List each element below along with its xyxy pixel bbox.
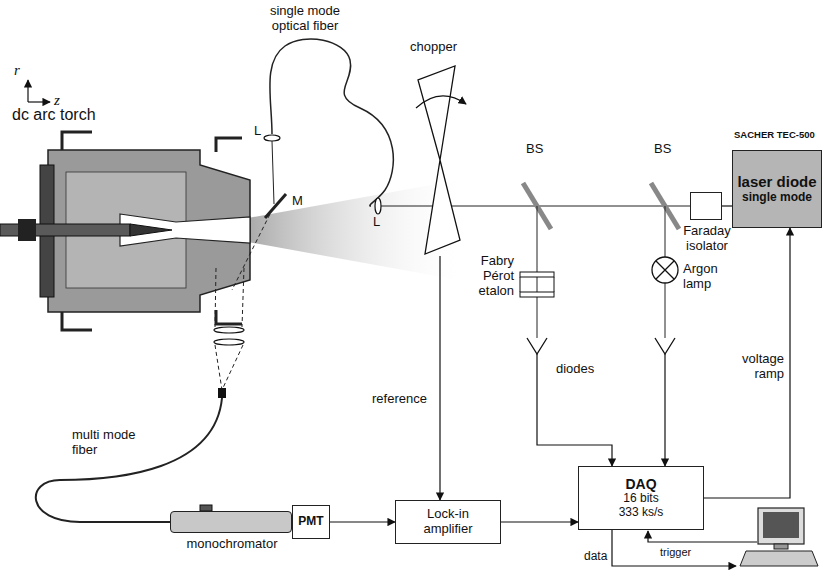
gas-inlet (62, 312, 92, 330)
label-text: data (584, 550, 607, 564)
node-text: Faraday isolator (677, 224, 737, 254)
edge-label: voltage ramp (732, 352, 784, 382)
water-fitting (216, 310, 242, 324)
axis-arrow (28, 101, 50, 102)
collection-ray (215, 268, 244, 327)
single-mode-fiber (270, 39, 394, 206)
laser-beam (665, 283, 666, 338)
node-caption: monochromator (172, 537, 292, 552)
collection-ray (215, 345, 243, 390)
reference-wire (439, 256, 440, 500)
label-text: multi mode fiber (72, 428, 152, 458)
signal-wire (537, 354, 612, 466)
computer-screen (763, 512, 799, 538)
isolator-box: Faraday isolator (690, 192, 722, 220)
computer-monitor (758, 508, 804, 544)
connector (330, 521, 395, 522)
node-text: Lock-in amplifier (410, 507, 486, 537)
label-text: diodes (556, 362, 594, 377)
label-text: Fabry Pérot etalon (458, 254, 514, 299)
photodiode (527, 338, 547, 354)
cathode-tip (130, 224, 172, 236)
label-text: L (373, 215, 380, 230)
etalon-plate (520, 292, 554, 297)
node-text: PMT (298, 515, 323, 529)
etalon-plate (520, 272, 554, 277)
label-text: dc arc torch (12, 106, 96, 124)
computer-keyboard (740, 551, 818, 566)
label-text: BS (526, 142, 543, 157)
lens (375, 198, 381, 214)
node-text: 16 bits (623, 492, 658, 506)
node-text: 333 ks/s (619, 506, 664, 520)
node-text: monochromator (172, 537, 292, 552)
label-text: BS (654, 142, 671, 157)
multi-mode-fiber (36, 398, 222, 522)
fiber-connector (218, 388, 226, 398)
node-text: laser diode (737, 173, 816, 190)
laser-beam (232, 208, 273, 290)
rotation-arrow (416, 96, 466, 108)
computer-stand (774, 544, 788, 549)
chopper-blade (418, 66, 455, 160)
data-wire (612, 530, 736, 566)
daq-box: DAQ16 bits333 ks/s (578, 466, 704, 530)
laser-beam (272, 141, 274, 204)
node-text: single mode (742, 191, 812, 205)
argon-lamp (652, 257, 678, 283)
laser-box: laser diodesingle mode (732, 150, 822, 228)
label-text: L (254, 124, 261, 139)
lens (214, 327, 244, 333)
lens (214, 339, 244, 345)
water-fitting (216, 138, 242, 152)
lockin-box: Lock-in amplifier (395, 500, 501, 544)
node-caption: Faraday isolator (677, 224, 737, 254)
etalon-spacer (520, 277, 554, 292)
connector (501, 521, 578, 522)
laser-beam (665, 206, 666, 257)
node-text: DAQ (625, 476, 656, 492)
monochromator-body: monochromator (170, 511, 292, 533)
arc-channel (120, 214, 250, 246)
gas-inlet (62, 132, 92, 150)
axis-arrow (27, 80, 28, 102)
pmt-box: PMT (292, 505, 330, 539)
lens (264, 135, 280, 141)
label-text: single mode optical fiber (250, 4, 360, 34)
signal-wire (664, 354, 665, 466)
label-text: SACHER TEC-500 (734, 130, 815, 141)
connector (722, 205, 732, 206)
cathode-clamp (18, 219, 36, 241)
label-text: trigger (660, 546, 691, 559)
mirror (265, 194, 286, 218)
argon-lamp (656, 261, 674, 279)
label-text: reference (372, 392, 427, 407)
chopper-blade (425, 160, 460, 254)
photodiode (655, 338, 675, 354)
label-text: M (292, 194, 303, 209)
label-text: chopper (410, 40, 457, 55)
label-text: Argon lamp (683, 262, 728, 292)
trigger-wire (648, 531, 757, 542)
label-text: r (14, 62, 20, 79)
